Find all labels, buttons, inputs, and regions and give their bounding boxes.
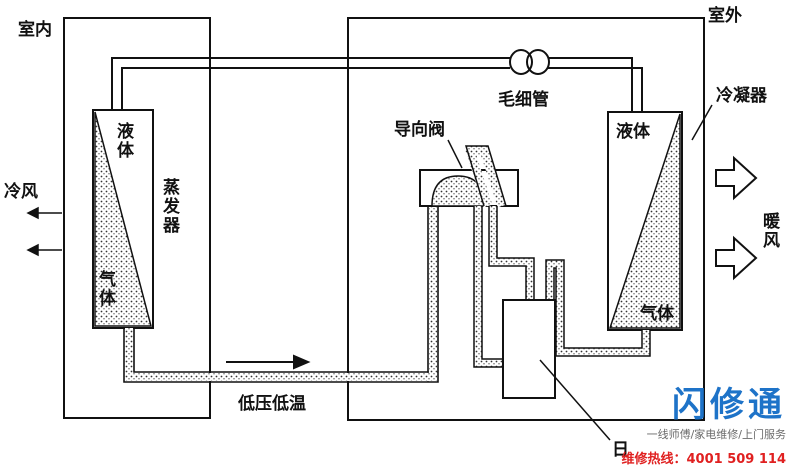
condenser-label: 冷凝器 bbox=[716, 86, 767, 106]
watermark-hotline: 维修热线：4001 509 114 bbox=[621, 452, 786, 467]
capillary-tube bbox=[509, 49, 550, 75]
capillary-label: 毛细管 bbox=[498, 90, 549, 110]
watermark-tagline: 一线师傅/家电维修/上门服务 bbox=[646, 428, 786, 441]
evaporator-gas-label: 气体 bbox=[95, 270, 115, 308]
valve-leader bbox=[447, 139, 463, 169]
indoor-box bbox=[63, 17, 211, 419]
compressor-mark: 日 bbox=[612, 440, 629, 460]
evaporator-label: 蒸发器 bbox=[159, 178, 179, 235]
condenser bbox=[607, 111, 683, 331]
warm-wind-arrows bbox=[715, 155, 758, 281]
watermark: 闪修通 一线师傅/家电维修/上门服务 维修热线：4001 509 114 bbox=[621, 388, 786, 467]
outdoor-box bbox=[347, 17, 705, 421]
liquid-line bbox=[111, 57, 643, 112]
condenser-gas-label: 气体 bbox=[640, 304, 674, 324]
evaporator-liquid-label: 液体 bbox=[113, 122, 133, 160]
compressor-leader bbox=[539, 359, 611, 441]
cold-wind-label: 冷风 bbox=[4, 182, 38, 202]
indoor-label: 室内 bbox=[18, 20, 52, 40]
cold-wind-arrows bbox=[26, 206, 62, 257]
outdoor-label: 室外 bbox=[708, 6, 742, 26]
condenser-liquid-label: 液体 bbox=[616, 122, 650, 142]
flow-arrow bbox=[226, 354, 311, 370]
watermark-brand: 闪修通 bbox=[672, 385, 786, 425]
compressor bbox=[502, 299, 556, 399]
valve-label: 导向阀 bbox=[394, 120, 445, 140]
low-pressure-label: 低压低温 bbox=[238, 394, 306, 414]
warm-wind-label: 暖风 bbox=[759, 212, 779, 250]
evaporator bbox=[92, 109, 154, 329]
hot-gas-pipes bbox=[463, 145, 651, 368]
suction-pipe-fill bbox=[125, 205, 437, 381]
condenser-leader bbox=[691, 104, 713, 141]
